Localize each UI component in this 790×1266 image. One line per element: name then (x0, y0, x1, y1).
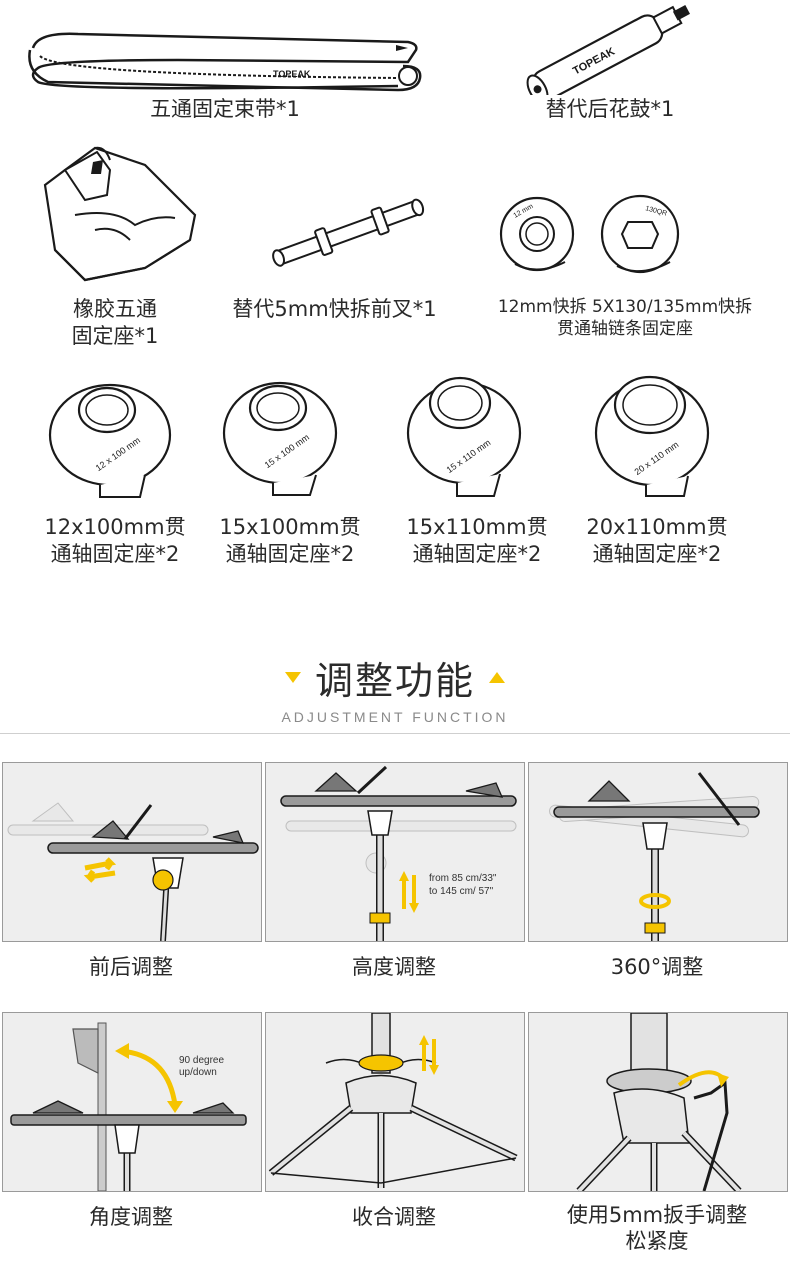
svg-text:from 85 cm/33": from 85 cm/33" (429, 873, 497, 884)
function-panel-wrench (528, 1012, 788, 1192)
adapter-12x100-icon: 12 x 100 mm (45, 375, 180, 509)
accessory-label-12x100: 12x100mm贯 通轴固定座*2 (44, 515, 186, 566)
rubber-bb-mount-icon (35, 140, 205, 294)
adapter-15x110-icon: 15 x 110 mm (402, 368, 532, 507)
function-label-fore-aft: 前后调整 (89, 955, 173, 979)
triangle-down-icon (284, 672, 301, 683)
adapter-20x110-icon: 20 x 110 mm (588, 368, 718, 507)
strap-icon: TOPEAK (18, 20, 428, 104)
function-panel-fold (265, 1012, 525, 1192)
function-panel-360 (528, 762, 788, 942)
accessory-label-chain-keeper: 12mm快拆 5X130/135mm快拆 贯通轴链条固定座 (497, 297, 753, 339)
svg-text:TOPEAK: TOPEAK (273, 69, 311, 79)
accessory-label-rubber-mount: 橡胶五通 固定座*1 (71, 297, 159, 348)
svg-text:to 145 cm/ 57": to 145 cm/ 57" (429, 886, 494, 897)
accessory-label-15x100: 15x100mm贯 通轴固定座*2 (219, 515, 361, 566)
section-header: 调整功能 ADJUSTMENT FUNCTION (0, 650, 790, 725)
function-panel-height: from 85 cm/33" to 145 cm/ 57" (265, 762, 525, 942)
accessory-label-15x110: 15x110mm贯 通轴固定座*2 (406, 515, 548, 566)
accessory-label-rear-hub: 替代后花鼓*1 (545, 97, 675, 121)
accessory-label-front-axle: 替代5mm快拆前叉*1 (232, 297, 437, 321)
function-label-fold: 收合调整 (352, 1205, 436, 1229)
function-label-360: 360°调整 (610, 955, 704, 979)
function-label-angle: 角度调整 (89, 1205, 173, 1229)
section-title: 调整功能 (314, 659, 475, 703)
front-axle-icon (262, 190, 437, 279)
accessory-label-20x110: 20x110mm贯 通轴固定座*2 (586, 515, 728, 566)
triangle-up-icon (489, 672, 505, 683)
accessory-label-strap: 五通固定束带*1 (150, 97, 300, 121)
function-panel-angle: 90 degree up/down (2, 1012, 262, 1192)
section-divider (0, 733, 790, 734)
svg-text:90 degree: 90 degree (179, 1055, 224, 1066)
function-label-height: 高度调整 (352, 955, 436, 979)
rear-hub-icon: TOPEAK (505, 0, 705, 105)
function-label-wrench: 使用5mm扳手调整 松紧度 (566, 1203, 748, 1253)
chain-keeper-icon: 12 mm 130QR (495, 192, 695, 286)
function-panel-fore-aft (2, 762, 262, 942)
svg-text:up/down: up/down (179, 1067, 217, 1078)
section-subtitle: ADJUSTMENT FUNCTION (281, 709, 509, 725)
adapter-15x100-icon: 15 x 100 mm (218, 375, 348, 509)
